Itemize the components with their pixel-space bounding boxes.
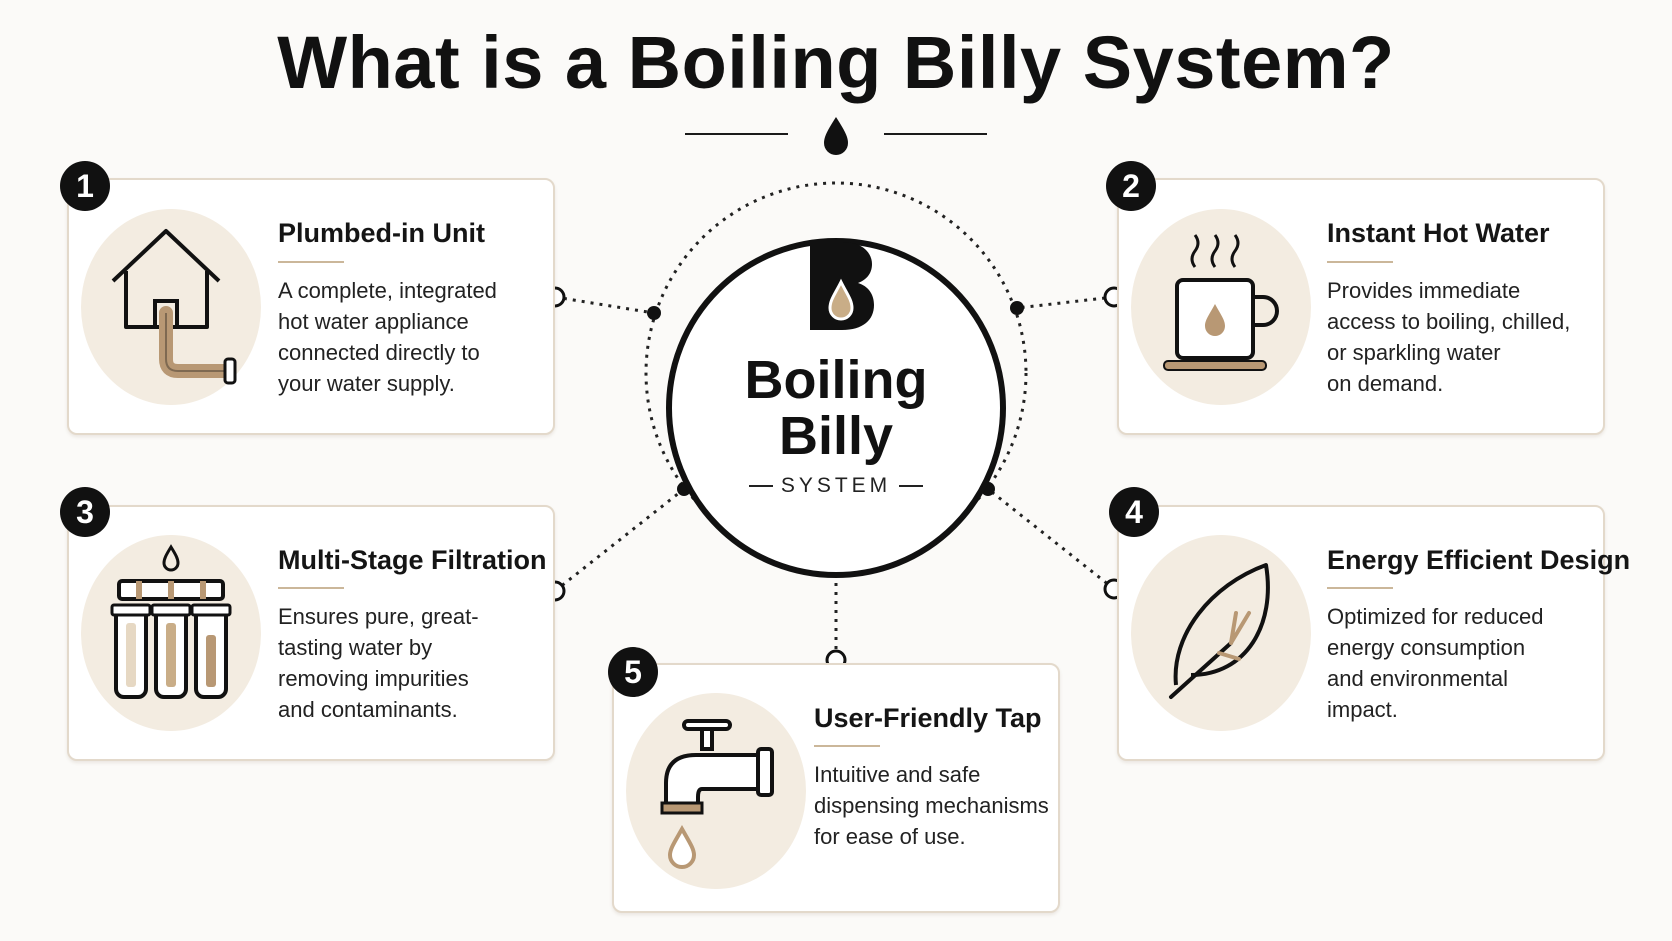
boiling-billy-hub: Boiling Billy SYSTEM: [666, 238, 1006, 578]
title-underline: [1327, 261, 1393, 263]
house-pipe-icon: [111, 229, 237, 385]
icon-backdrop: [1131, 535, 1311, 731]
icon-backdrop: [81, 535, 261, 731]
card-description: Optimized for reduced energy consumption…: [1327, 604, 1544, 722]
step-number-badge: 3: [60, 487, 110, 537]
hub-brand-name: Boiling Billy: [744, 350, 928, 466]
card-description: Intuitive and safe dispensing mechanisms…: [814, 762, 1049, 849]
card-description: Ensures pure, great- tasting water by re…: [278, 604, 479, 722]
step-number-badge: 2: [1106, 161, 1156, 211]
card-title: Multi-Stage Filtration: [278, 545, 547, 575]
feature-card-multi-stage-filtration: Multi-Stage Filtration Ensures pure, gre…: [67, 505, 555, 761]
steaming-cup-icon: [1163, 234, 1279, 371]
feature-card-energy-efficient-design: Energy Efficient Design Optimized for re…: [1117, 505, 1630, 761]
title-underline: [814, 745, 880, 747]
icon-backdrop: [81, 209, 261, 405]
tap-icon: [660, 719, 774, 869]
card-title: Instant Hot Water: [1327, 218, 1550, 248]
card-title: Energy Efficient Design: [1327, 545, 1631, 575]
filter-cartridges-icon: [110, 544, 232, 699]
title-underline: [1327, 587, 1393, 589]
water-drop-icon: [824, 117, 848, 155]
card-title: User-Friendly Tap: [814, 703, 1042, 733]
step-number-badge: 4: [1109, 487, 1159, 537]
step-number-badge: 5: [608, 647, 658, 697]
leaf-icon: [1169, 563, 1270, 699]
card-description: A complete, integrated hot water applian…: [278, 278, 497, 396]
boiling-billy-logo-icon: [810, 242, 874, 330]
page-title: What is a Boiling Billy System?: [277, 21, 1395, 104]
feature-card-user-friendly-tap: User-Friendly Tap Intuitive and safe dis…: [612, 663, 1060, 913]
card-description: Provides immediate access to boiling, ch…: [1327, 278, 1571, 396]
title-divider: [685, 117, 987, 155]
title-underline: [278, 587, 344, 589]
icon-backdrop: [626, 693, 806, 889]
step-number-badge: 1: [60, 161, 110, 211]
feature-card-instant-hot-water: Instant Hot Water Provides immediate acc…: [1117, 178, 1605, 435]
card-title: Plumbed-in Unit: [278, 218, 485, 248]
icon-backdrop: [1131, 209, 1311, 405]
feature-card-plumbed-in-unit: Plumbed-in Unit A complete, integrated h…: [67, 178, 555, 435]
title-underline: [278, 261, 344, 263]
hub-subtitle: SYSTEM: [672, 474, 1000, 498]
